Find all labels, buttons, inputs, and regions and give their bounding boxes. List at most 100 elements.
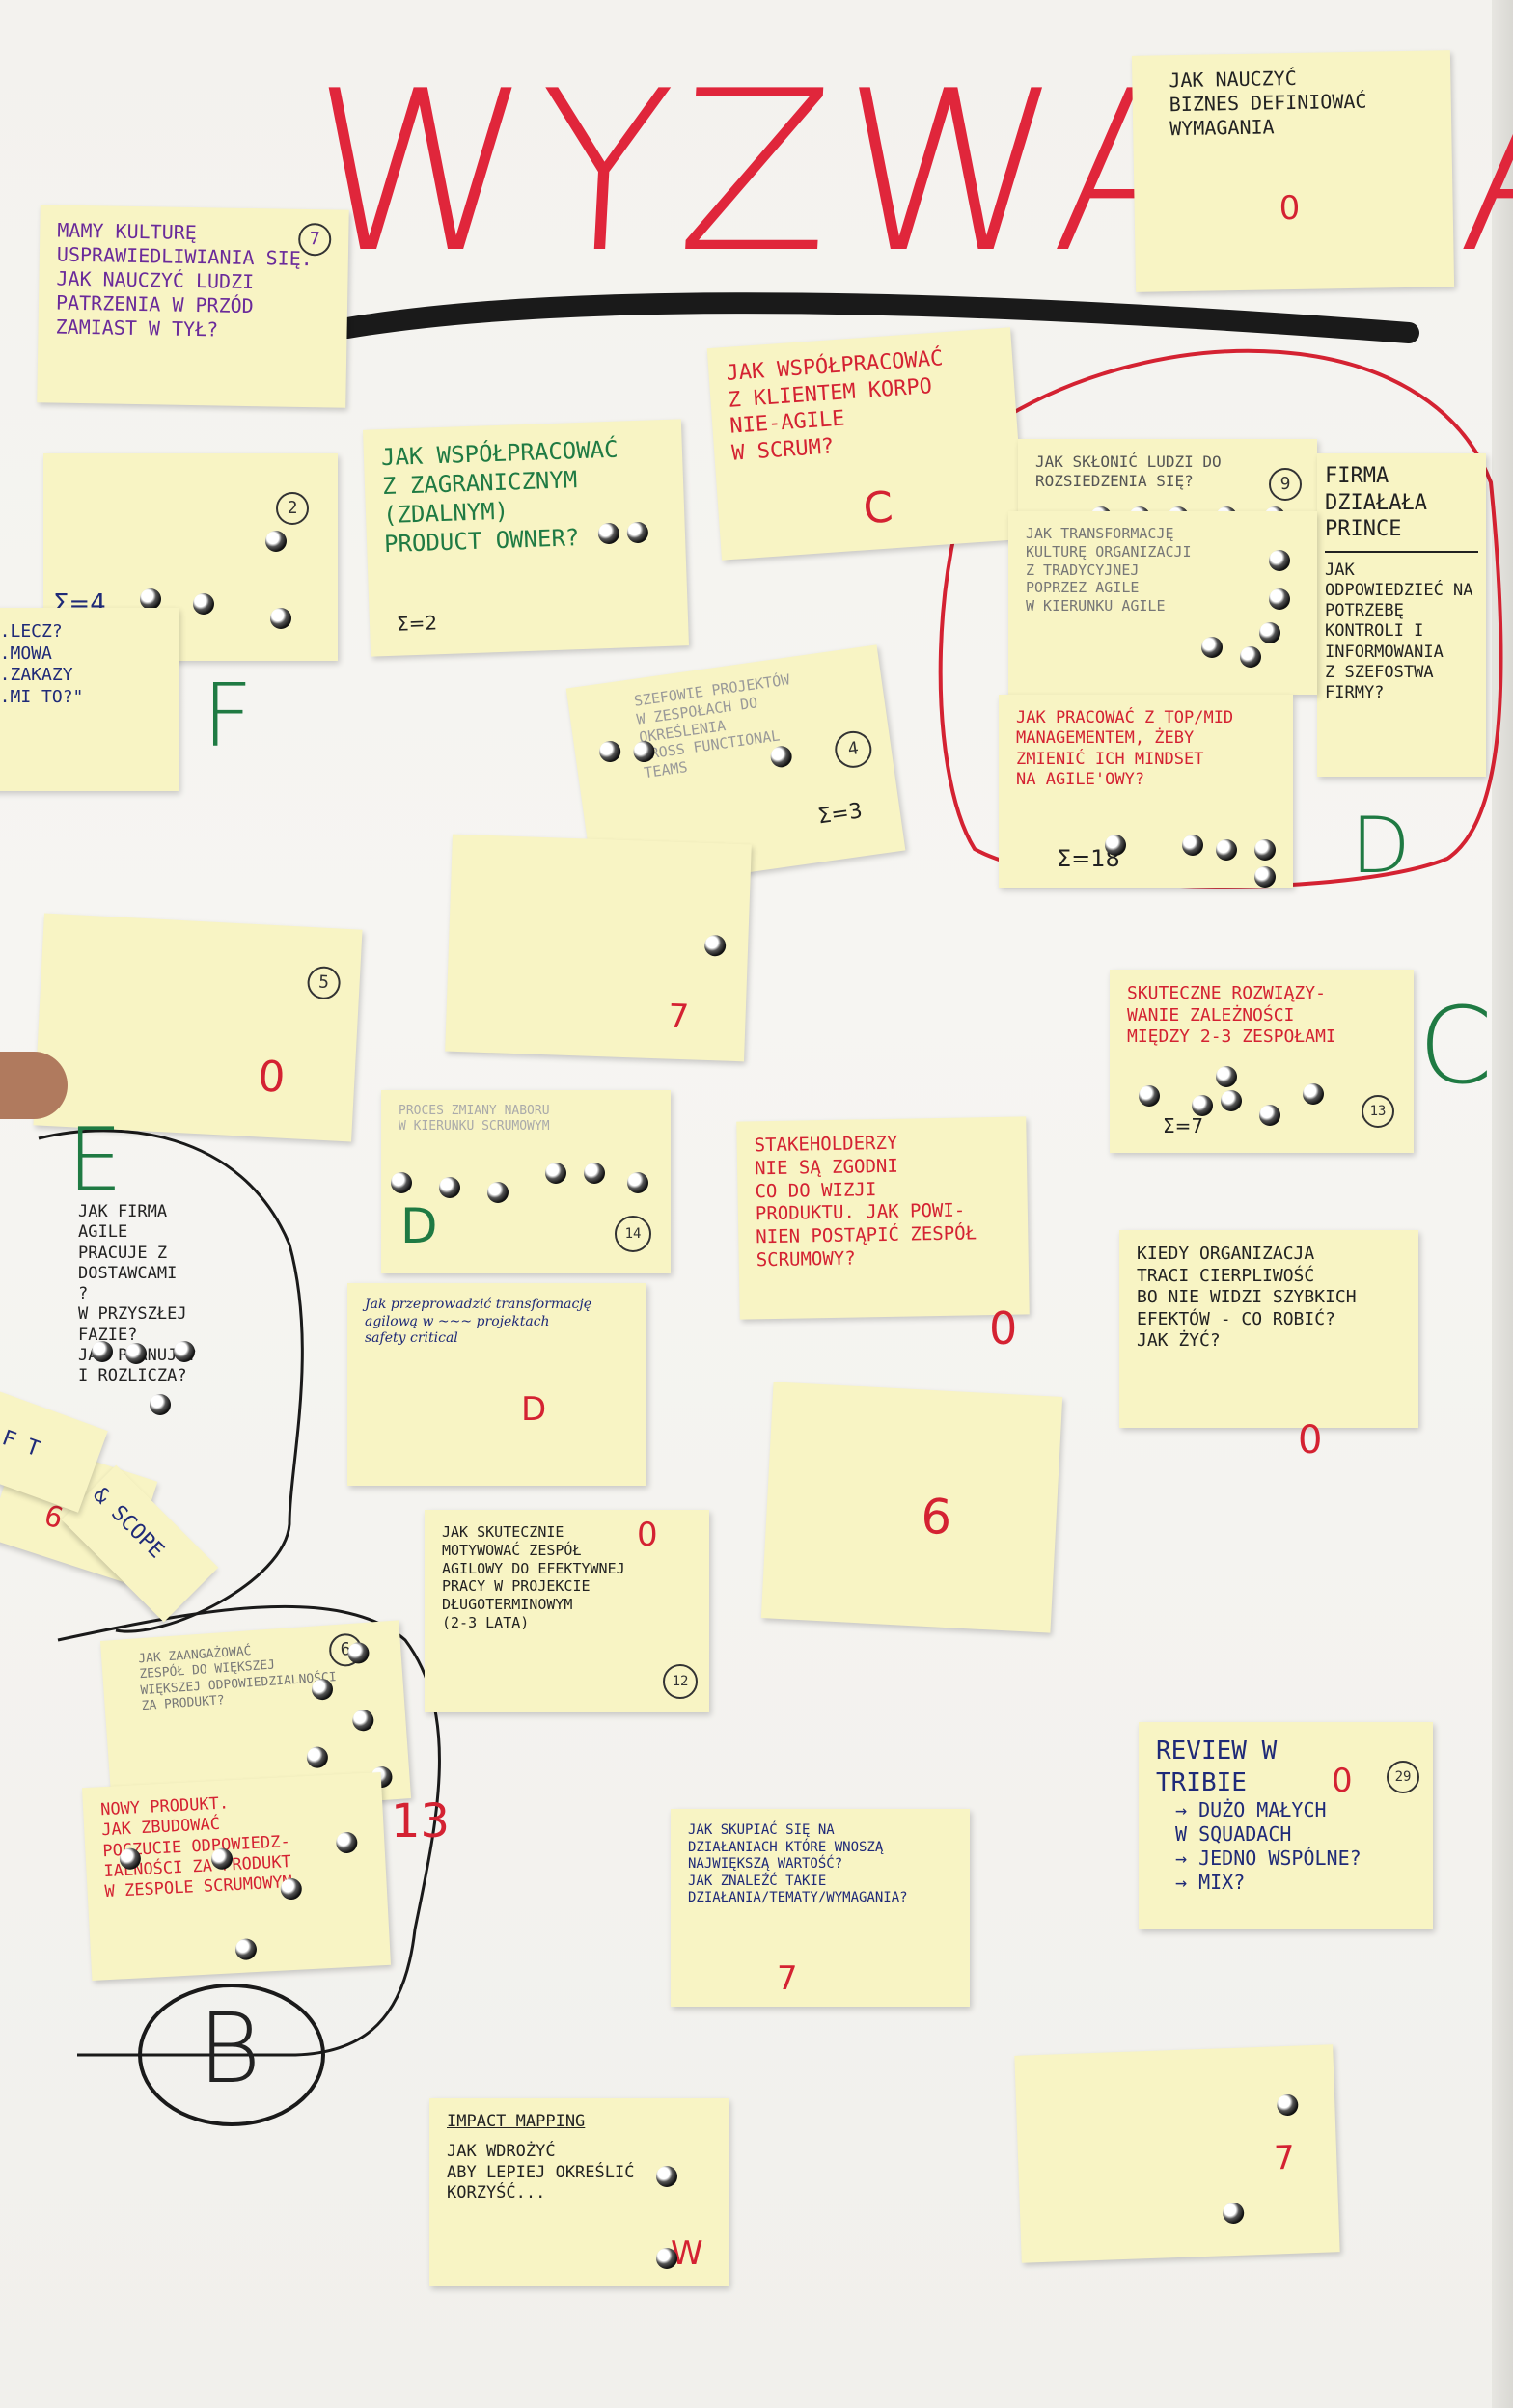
sticky-note-hiring-process: PROCES ZMIANY NABORU W KIERUNKU SCRUMOWY… — [381, 1090, 671, 1273]
googly-eye-vote-dot — [545, 1163, 566, 1184]
sticky-note-review-tribe: REVIEW W TRIBIE → DUŻO MAŁYCH W SQUADACH… — [1139, 1722, 1433, 1929]
googly-eye-vote-dot — [1105, 835, 1126, 856]
note-number: 12 — [663, 1664, 698, 1699]
note-text: IMPACT MAPPING — [447, 2112, 586, 2131]
googly-eye-vote-dot — [270, 608, 291, 629]
vote-mark: D — [521, 1390, 547, 1429]
sticky-note-faded-4: 5 0 — [33, 913, 363, 1142]
vote-mark: 7 — [777, 1959, 798, 1998]
note-text: SKUTECZNE ROZWIĄZY- WANIE ZALEŻNOŚCI MIĘ… — [1127, 983, 1336, 1047]
googly-eye-vote-dot — [1216, 839, 1237, 861]
note-text: SZEFOWIE PROJEKTÓW W ZESPOŁACH DO OKREŚL… — [632, 670, 791, 782]
note-sum: Σ=2 — [396, 611, 438, 636]
sticky-note-dependencies: SKUTECZNE ROZWIĄZY- WANIE ZALEŻNOŚCI MIĘ… — [1110, 970, 1414, 1153]
vote-mark: 7 — [667, 997, 690, 1037]
sticky-note-impatient-organization: KIEDY ORGANIZACJA TRACI CIERPLIWOŚĆ BO N… — [1119, 1230, 1418, 1428]
note-number: 5 — [306, 965, 342, 1000]
note-number: 14 — [615, 1216, 651, 1252]
sticky-note-safety-critical: Jak przeprowadzić transformację agilową … — [347, 1283, 646, 1486]
googly-eye-vote-dot — [656, 2248, 677, 2269]
googly-eye-vote-dot — [351, 1709, 375, 1732]
vote-mark: 6 — [920, 1488, 953, 1546]
googly-eye-vote-dot — [174, 1341, 195, 1362]
note-text: JAK PRACOWAĆ Z TOP/MID MANAGEMENTEM, ŻEB… — [1016, 708, 1234, 789]
sticky-note-new-product: NOWY PRODUKT. JAK ZBUDOWAĆ POCZUCIE ODPO… — [81, 1772, 392, 1981]
vote-mark: 0 — [257, 1052, 287, 1103]
stakeholders-vote: 0 — [989, 1302, 1018, 1354]
note-number: 9 — [1269, 468, 1302, 501]
new-product-vote: 13 — [391, 1794, 451, 1848]
googly-eye-vote-dot — [1182, 835, 1203, 856]
sticky-note-stakeholders: STAKEHOLDERZY NIE SĄ ZGODNI CO DO WIZJI … — [736, 1116, 1030, 1320]
googly-eye-vote-dot — [1259, 622, 1280, 643]
googly-eye-vote-dot — [1269, 588, 1290, 610]
note-sum: Σ=3 — [815, 799, 865, 830]
note-text: PROCES ZMIANY NABORU W KIERUNKU SCRUMOWY… — [399, 1104, 550, 1135]
note-text: STAKEHOLDERZY NIE SĄ ZGODNI CO DO WIZJI … — [754, 1132, 977, 1272]
note-text: FIRMA DZIAŁAŁA PRINCE — [1325, 464, 1427, 541]
googly-eye-vote-dot — [125, 1343, 147, 1364]
note-text: Jak przeprowadzić transformację agilową … — [365, 1297, 591, 1346]
vote-mark: D — [400, 1198, 438, 1254]
googly-eye-vote-dot — [487, 1182, 509, 1203]
cluster-letter-d: D — [1351, 801, 1411, 890]
googly-eye-vote-dot — [1254, 866, 1276, 888]
impatient-organization-vote: 0 — [1298, 1418, 1323, 1463]
board-edge — [1492, 0, 1513, 2408]
note-number: 13 — [1362, 1095, 1394, 1128]
vote-mark: 7 — [1273, 2138, 1296, 2178]
cluster-letter-b: B — [198, 1992, 261, 2105]
googly-eye-vote-dot — [1259, 1105, 1280, 1126]
sticky-note-faded-5: 6 — [760, 1382, 1063, 1633]
sticky-note-faded-6: 7 — [1014, 2044, 1340, 2263]
sticky-note-business-requirements: JAK NAUCZYĆ BIZNES DEFINIOWAĆ WYMAGANIA … — [1131, 50, 1455, 292]
googly-eye-vote-dot — [306, 1745, 329, 1769]
sticky-note-faded-3: 7 — [445, 834, 752, 1062]
googly-eye-vote-dot — [1192, 1095, 1213, 1116]
cluster-letter-c: C — [1418, 984, 1493, 1108]
googly-eye-vote-dot — [627, 1172, 648, 1193]
note-text-secondary: → DUŻO MAŁYCH W SQUADACH → JEDNO WSPÓLNE… — [1175, 1798, 1362, 1894]
note-text: REVIEW W TRIBIE — [1156, 1737, 1278, 1797]
note-text: NOWY PRODUKT. JAK ZBUDOWAĆ POCZUCIE ODPO… — [99, 1793, 293, 1902]
sticky-note-impact-mapping: IMPACT MAPPING JAK WDROŻYĆ ABY LEPIEJ OK… — [429, 2098, 729, 2286]
note-text: JAK SKUPIAĆ SIĘ NA DZIAŁANIACH KTÓRE WNO… — [688, 1822, 908, 1905]
note-text-secondary: JAK ODPOWIEDZIEĆ NA POTRZEBĘ KONTROLI I … — [1325, 560, 1473, 703]
sticky-note-remote-po: JAK WSPÓŁPRACOWAĆ Z ZAGRANICZNYM (ZDALNY… — [362, 419, 690, 657]
cluster-letter-f: F — [203, 666, 253, 767]
vote-mark: C — [861, 482, 895, 534]
sticky-note-suppliers: JAK FIRMA AGILE PRACUJE Z DOSTAWCAMI ? W… — [72, 1196, 265, 1515]
sticky-note-motivation-long-term: JAK SKUTECZNIE MOTYWOWAĆ ZESPÓŁ AGILOWY … — [425, 1510, 709, 1712]
googly-eye-vote-dot — [1139, 1085, 1160, 1107]
googly-eye-vote-dot — [1201, 637, 1223, 658]
vote-mark: 0 — [1279, 188, 1301, 229]
note-text: JAK WSPÓŁPRACOWAĆ Z ZAGRANICZNYM (ZDALNY… — [380, 435, 619, 559]
note-text: JAK WSPÓŁPRACOWAĆ Z KLIENTEM KORPO NIE-A… — [725, 346, 945, 466]
googly-eye-vote-dot — [1240, 646, 1261, 668]
note-sum: Σ=7 — [1163, 1114, 1204, 1137]
googly-eye-vote-dot — [1216, 1066, 1237, 1087]
googly-eye-vote-dot — [265, 531, 287, 552]
googly-eye-vote-dot — [1276, 2093, 1299, 2117]
googly-eye-vote-dot — [193, 593, 214, 615]
cluster-letter-e: E — [68, 1109, 123, 1211]
note-text: ...LECZ? ...MOWA ...ZAKAZY ...MI TO?" — [0, 621, 84, 707]
googly-eye-vote-dot — [1303, 1083, 1324, 1105]
googly-eye-vote-dot — [1269, 550, 1290, 571]
sticky-note-prince: FIRMA DZIAŁAŁA PRINCE JAK ODPOWIEDZIEĆ N… — [1317, 453, 1486, 777]
googly-eye-vote-dot — [439, 1177, 460, 1198]
note-text: JAK SKŁONIĆ LUDZI DO ROZSIEDZENIA SIĘ? — [1035, 452, 1222, 490]
googly-eye-vote-dot — [391, 1172, 412, 1193]
googly-eye-vote-dot — [584, 1163, 605, 1184]
board-title: WYZWANIA — [302, 44, 1513, 302]
divider — [1325, 550, 1478, 553]
googly-eye-vote-dot — [1222, 2202, 1245, 2225]
googly-eye-vote-dot — [656, 2166, 677, 2187]
note-number: 29 — [1387, 1761, 1419, 1793]
sticky-note-cutoff-left: ...LECZ? ...MOWA ...ZAKAZY ...MI TO?" — [0, 608, 179, 791]
note-text: JAK NAUCZYĆ BIZNES DEFINIOWAĆ WYMAGANIA — [1169, 66, 1367, 141]
googly-eye-vote-dot — [150, 1394, 171, 1415]
note-text: JAK TRANSFORMACJĘ KULTURĘ ORGANIZACJI Z … — [1026, 525, 1192, 615]
googly-eye-vote-dot — [1221, 1090, 1242, 1111]
